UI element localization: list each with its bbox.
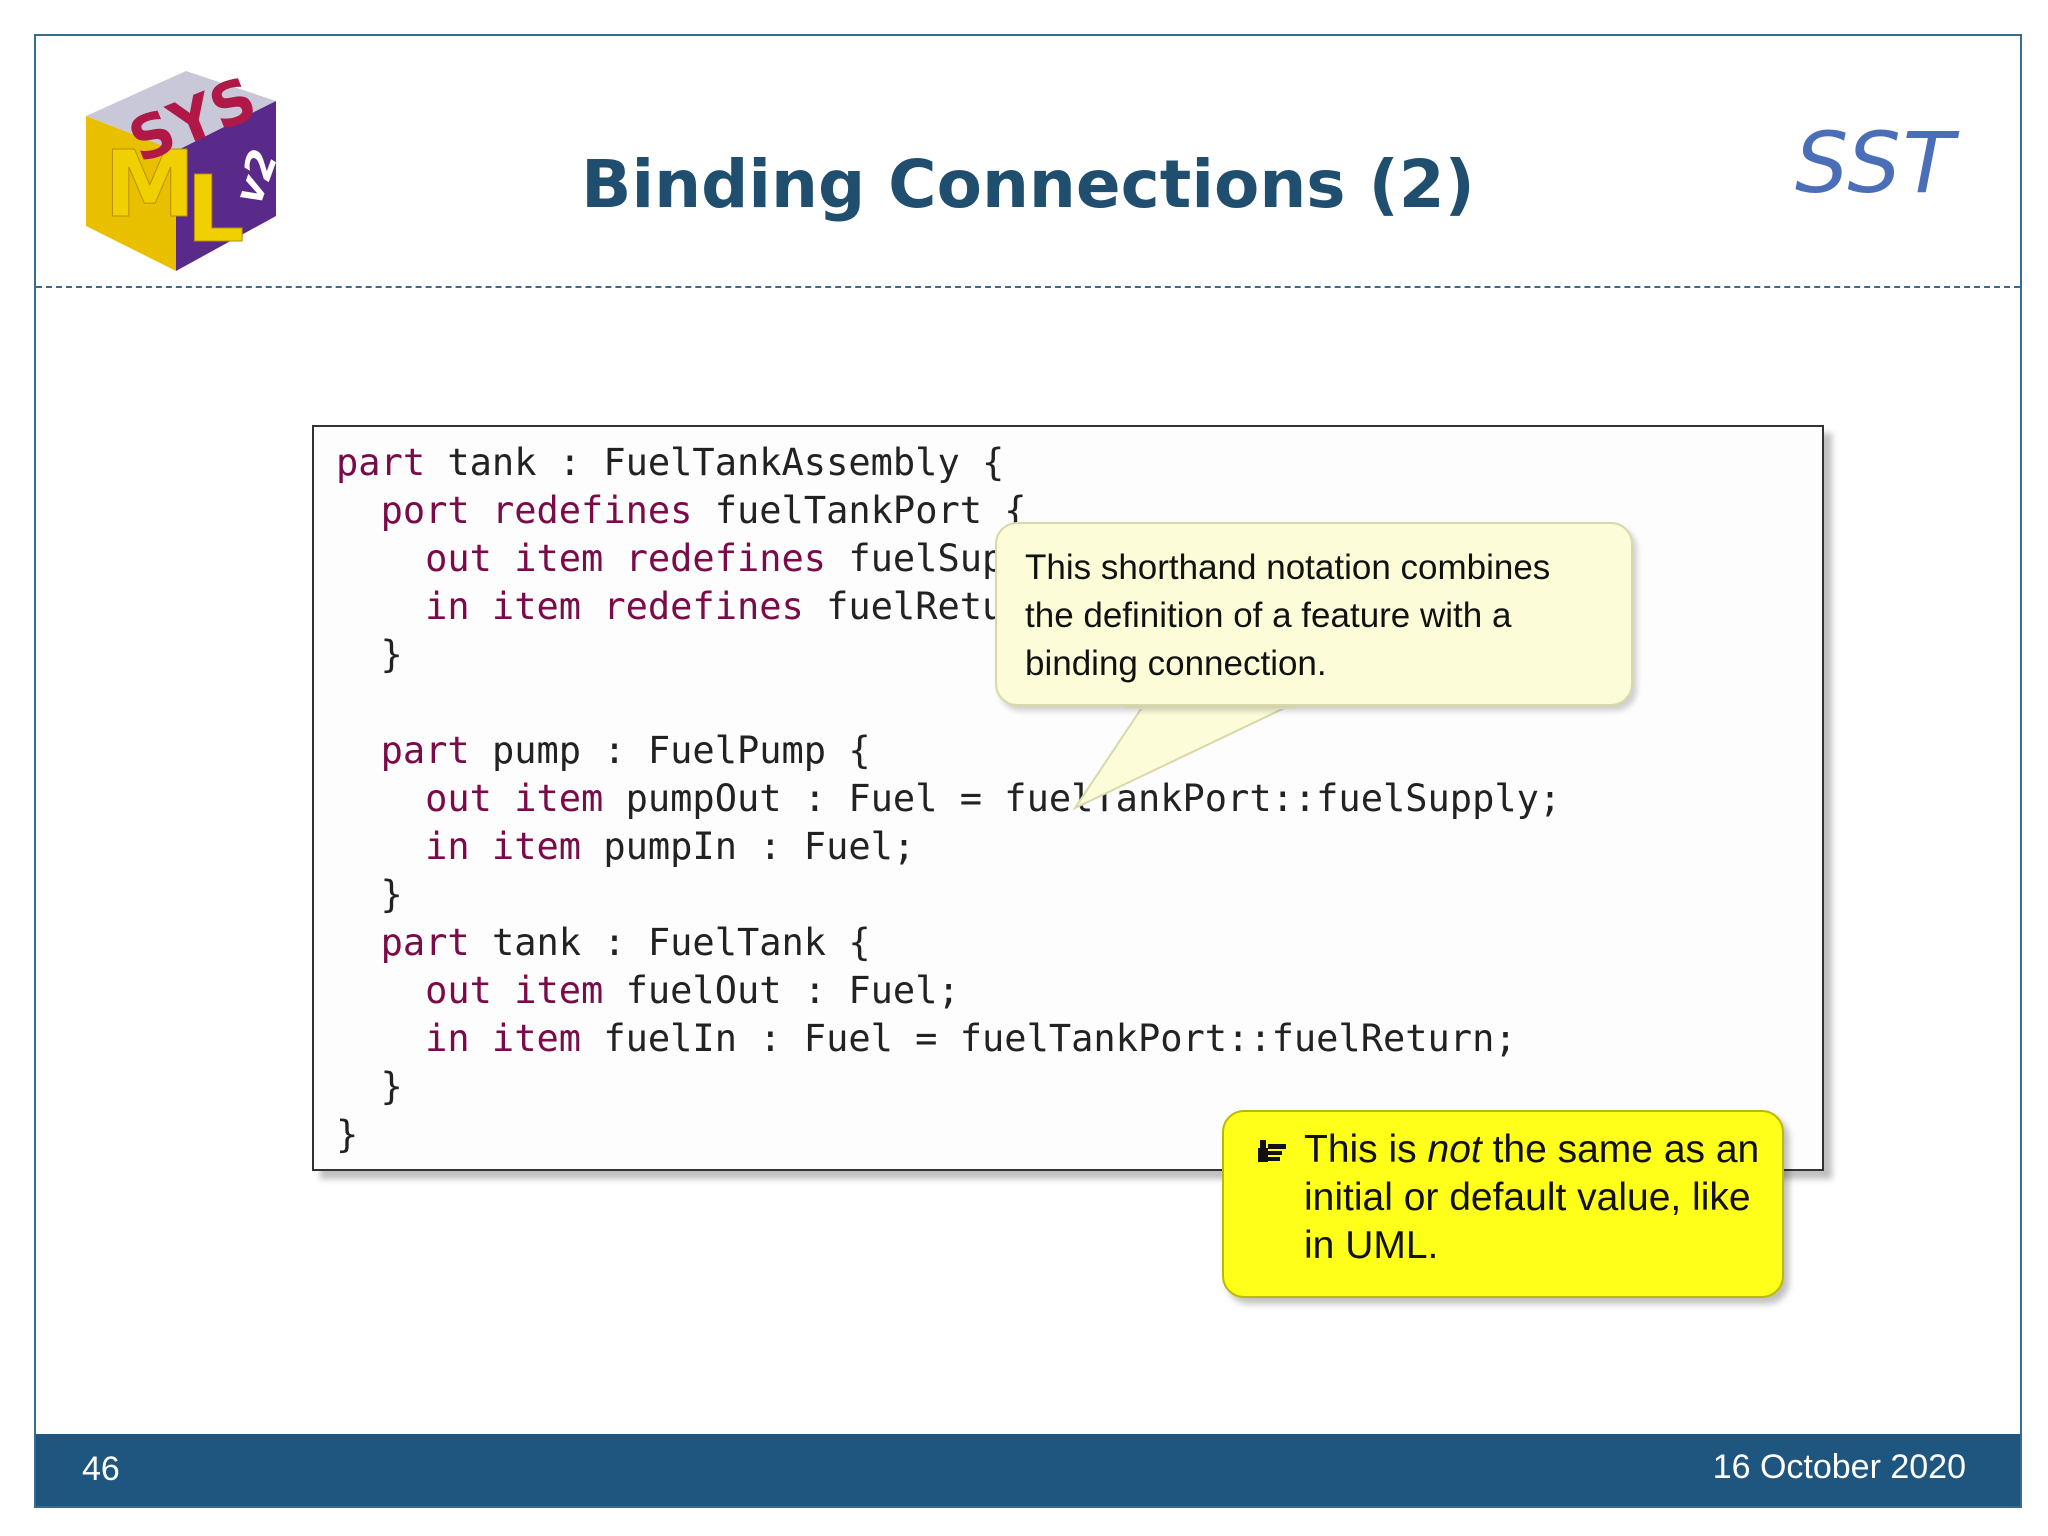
footer-bar: 46 16 October 2020	[36, 1434, 2020, 1506]
code-line: }	[336, 633, 403, 676]
code-text	[336, 489, 381, 532]
code-text: pump : FuelPump {	[469, 729, 871, 772]
code-text	[336, 825, 425, 868]
code-line: part tank : FuelTank {	[336, 921, 871, 964]
code-line: part pump : FuelPump {	[336, 729, 871, 772]
svg-text:M: M	[104, 131, 196, 238]
code-text	[336, 585, 425, 628]
code-line: in item fuelIn : Fuel = fuelTankPort::fu…	[336, 1017, 1517, 1060]
svg-text:L: L	[186, 156, 245, 263]
note-callout: This is not the same as an initial or de…	[1222, 1110, 1784, 1298]
code-text: }	[336, 1113, 359, 1156]
code-text: fuelIn : Fuel = fuelTankPort::fuelReturn…	[581, 1017, 1517, 1060]
code-keyword: out item redefines	[425, 537, 827, 580]
code-text: fuelOut : Fuel;	[603, 969, 960, 1012]
note-callout-text: This is not the same as an initial or de…	[1304, 1126, 1774, 1270]
code-keyword: in item	[425, 1017, 582, 1060]
note-text-start: This is	[1304, 1128, 1428, 1171]
code-line: part tank : FuelTankAssembly {	[336, 441, 1004, 484]
code-text: }	[336, 1065, 403, 1108]
code-keyword: in item	[425, 825, 582, 868]
note-text-end: the same as an initial or default value,…	[1304, 1128, 1760, 1267]
code-keyword: in item redefines	[425, 585, 804, 628]
code-line: out item fuelOut : Fuel;	[336, 969, 960, 1012]
footer-date: 16 October 2020	[1712, 1448, 1966, 1486]
page-number: 46	[82, 1450, 120, 1488]
code-line: }	[336, 873, 403, 916]
code-text: }	[336, 873, 403, 916]
code-line: }	[336, 1065, 403, 1108]
code-text: tank : FuelTankAssembly {	[425, 441, 1005, 484]
slide-title: Binding Connections (2)	[581, 146, 1475, 223]
shorthand-callout-text: This shorthand notation combines the def…	[1025, 548, 1551, 683]
pointing-hand-icon	[1258, 1140, 1286, 1162]
callout-pointer	[1072, 703, 1295, 811]
header-divider	[36, 286, 2020, 288]
code-text	[336, 921, 381, 964]
code-text	[336, 537, 425, 580]
code-keyword: out item	[425, 969, 604, 1012]
code-keyword: part	[380, 729, 470, 772]
code-text: }	[336, 633, 403, 676]
code-text: fuelTankPort {	[692, 489, 1027, 532]
code-text	[336, 969, 425, 1012]
note-text-emphasis: not	[1427, 1128, 1482, 1171]
code-line: in item pumpIn : Fuel;	[336, 825, 915, 868]
shorthand-callout: This shorthand notation combines the def…	[995, 522, 1633, 706]
code-text	[336, 1017, 425, 1060]
code-text: pumpIn : Fuel;	[581, 825, 916, 868]
code-keyword: part	[336, 441, 426, 484]
code-keyword: out item	[425, 777, 604, 820]
code-keyword: port redefines	[380, 489, 693, 532]
sysml-v2-logo-icon: M L SYS v2	[86, 64, 287, 271]
code-line: out item pumpOut : Fuel = fuelTankPort::…	[336, 777, 1561, 820]
code-keyword: part	[380, 921, 470, 964]
code-text: tank : FuelTank {	[469, 921, 871, 964]
code-text	[336, 777, 425, 820]
code-line: out item redefines fuelSupply;	[336, 537, 1093, 580]
code-line: }	[336, 1113, 358, 1156]
code-line: port redefines fuelTankPort {	[336, 489, 1027, 532]
code-line: in item redefines fuelReturn;	[336, 585, 1071, 628]
sst-badge: SST	[1795, 114, 1956, 212]
code-text	[336, 729, 381, 772]
